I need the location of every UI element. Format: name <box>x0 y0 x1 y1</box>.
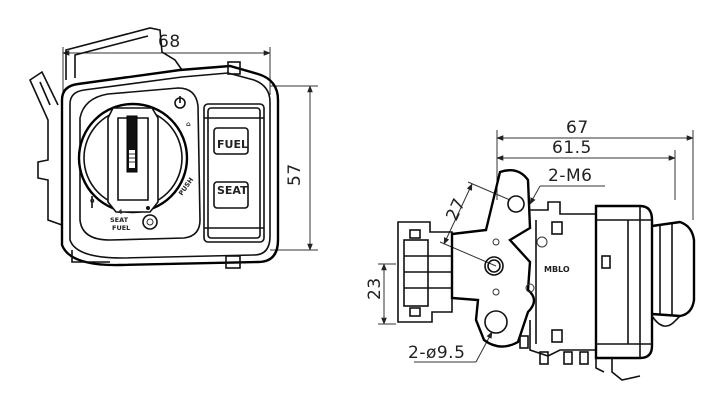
bottom-terminals <box>519 335 589 365</box>
dimension-height-57: 57 <box>270 85 318 251</box>
connector-block <box>397 221 453 323</box>
callout-m6: 2-M6 <box>529 166 605 205</box>
label-seat-fuel-2: FUEL <box>112 224 130 232</box>
dimension-inner-61-5: 61.5 <box>496 138 676 200</box>
dimension-width-68: 68 <box>62 32 271 95</box>
switch-cap <box>594 204 696 381</box>
callout-hole: 2-ø9.5 <box>408 331 493 363</box>
ignition-knob <box>77 102 189 214</box>
m6-hole-top <box>507 195 525 213</box>
dimension-overall-67: 67 <box>496 118 694 220</box>
label-fuel: FUEL <box>217 138 248 151</box>
dimension-23: 23 <box>365 263 396 325</box>
button-panel: FUEL SEAT <box>203 103 265 243</box>
fuel-button[interactable] <box>213 127 249 155</box>
label-seat: SEAT <box>217 184 248 197</box>
top-bracket <box>65 27 183 80</box>
lock-icon: ⌂ <box>186 120 191 128</box>
housing-outline <box>60 64 280 267</box>
dim-label-27: 27 <box>442 195 470 224</box>
dim-label-57: 57 <box>285 163 305 186</box>
mounting-plate <box>450 169 536 348</box>
front-view: 68 57 <box>28 27 318 269</box>
dimension-27: 27 <box>439 181 511 267</box>
callout-m6-label: 2-M6 <box>548 166 592 186</box>
label-seat-fuel-1: SEAT <box>110 216 129 224</box>
part-marking: MBLO <box>544 265 570 274</box>
seat-button[interactable] <box>213 181 249 209</box>
dia-hole-bottom <box>484 310 508 334</box>
bottom-hole <box>142 214 158 230</box>
knob-profile <box>651 220 696 318</box>
face-plate <box>79 87 201 241</box>
switch-body: MBLO <box>528 201 611 357</box>
side-view: 67 61.5 2-M6 2-ø9.5 27 <box>365 118 696 381</box>
dim-label-67: 67 <box>566 118 589 138</box>
dim-label-23: 23 <box>365 277 385 300</box>
dim-label-61-5: 61.5 <box>552 138 592 158</box>
left-tab <box>28 70 63 226</box>
dim-label-68: 68 <box>158 32 181 52</box>
dia-hole-mid <box>484 256 504 276</box>
callout-hole-label: 2-ø9.5 <box>408 343 465 363</box>
label-four: 4 <box>118 208 123 216</box>
